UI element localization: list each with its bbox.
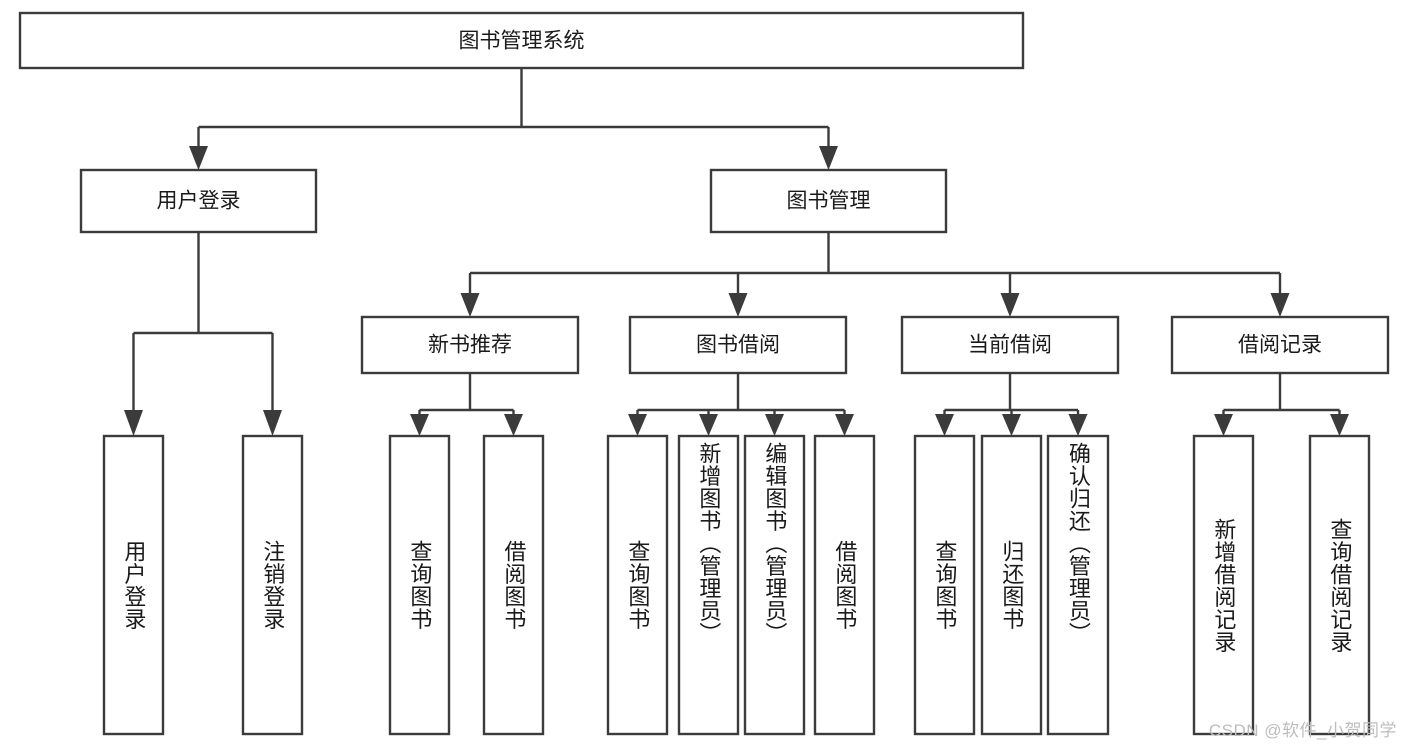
arrowhead-leaf-confirm-return	[1068, 414, 1088, 436]
node-current-borrow-box[interactable]	[900, 315, 1120, 375]
node-current-borrow-label: 当前借阅	[968, 334, 1052, 357]
arrowhead-leaf-logout-login	[263, 410, 282, 436]
leaf-box-query-book-a[interactable]	[388, 434, 451, 736]
leaf-box-user-login[interactable]	[102, 434, 165, 736]
arrowhead-user-login	[189, 146, 208, 170]
csdn-watermark: CSDN @软件_小贺同学	[1208, 721, 1397, 740]
node-new-book-recommend-box[interactable]	[360, 315, 580, 375]
node-user-login-box[interactable]	[79, 168, 318, 234]
node-user-login-label: 用户登录	[157, 190, 241, 213]
node-book-borrow-label: 图书借阅	[696, 334, 780, 357]
node-root-system-box[interactable]	[18, 11, 1025, 70]
node-root-system-label: 图书管理系统	[459, 30, 585, 53]
arrowhead-new-book	[460, 293, 480, 317]
arrowhead-leaf-query-book-b	[628, 414, 647, 436]
arrowhead-leaf-edit-book	[765, 414, 784, 436]
arrowhead-current-borrow	[1000, 293, 1020, 317]
arrowhead-leaf-query-book-c	[935, 414, 954, 436]
leaf-box-query-book-b[interactable]	[606, 434, 669, 736]
arrowhead-book-mgmt	[819, 146, 838, 170]
node-new-book-recommend-label: 新书推荐	[428, 334, 512, 357]
node-new-book-recommend[interactable]: 新书推荐	[360, 315, 580, 375]
node-book-borrow[interactable]: 图书借阅	[628, 315, 848, 375]
node-borrow-record-box[interactable]	[1170, 315, 1390, 375]
leaf-box-edit-book-admin[interactable]	[743, 434, 806, 736]
node-user-login[interactable]: 用户登录	[79, 168, 318, 234]
arrowhead-leaf-user-login	[124, 410, 143, 436]
node-borrow-record-label: 借阅记录	[1238, 334, 1322, 357]
node-root-system[interactable]: 图书管理系统	[18, 11, 1025, 70]
leaf-box-layer	[102, 434, 1371, 736]
leaf-box-logout-login[interactable]	[241, 434, 304, 736]
arrowhead-borrow-record	[1270, 293, 1290, 317]
arrowhead-leaf-query-book-a	[410, 414, 429, 436]
arrowhead-leaf-add-record	[1214, 414, 1233, 436]
arrowhead-leaf-borrow-book-a	[504, 414, 523, 436]
arrowhead-leaf-return-book	[1002, 414, 1021, 436]
leaf-box-borrow-book-b[interactable]	[813, 434, 876, 736]
leaf-box-confirm-return[interactable]	[1046, 434, 1110, 736]
node-book-management[interactable]: 图书管理	[709, 168, 948, 234]
leaf-box-add-book-admin[interactable]	[677, 434, 740, 736]
leaf-box-borrow-book-a[interactable]	[482, 434, 545, 736]
node-borrow-record[interactable]: 借阅记录	[1170, 315, 1390, 375]
leaf-box-query-book-c[interactable]	[913, 434, 976, 736]
node-book-management-box[interactable]	[709, 168, 948, 234]
node-book-management-label: 图书管理	[787, 190, 871, 213]
leaf-box-query-record[interactable]	[1308, 434, 1371, 736]
arrowhead-leaf-borrow-book-b	[835, 414, 854, 436]
connector-layer	[124, 68, 1349, 436]
leaf-box-return-book[interactable]	[980, 434, 1043, 736]
arrowhead-borrow-book	[728, 293, 748, 317]
node-current-borrow[interactable]: 当前借阅	[900, 315, 1120, 375]
leaf-box-add-record[interactable]	[1192, 434, 1255, 736]
node-book-borrow-box[interactable]	[628, 315, 848, 375]
arrowhead-leaf-query-record	[1330, 414, 1349, 436]
arrowhead-leaf-add-book	[699, 414, 718, 436]
